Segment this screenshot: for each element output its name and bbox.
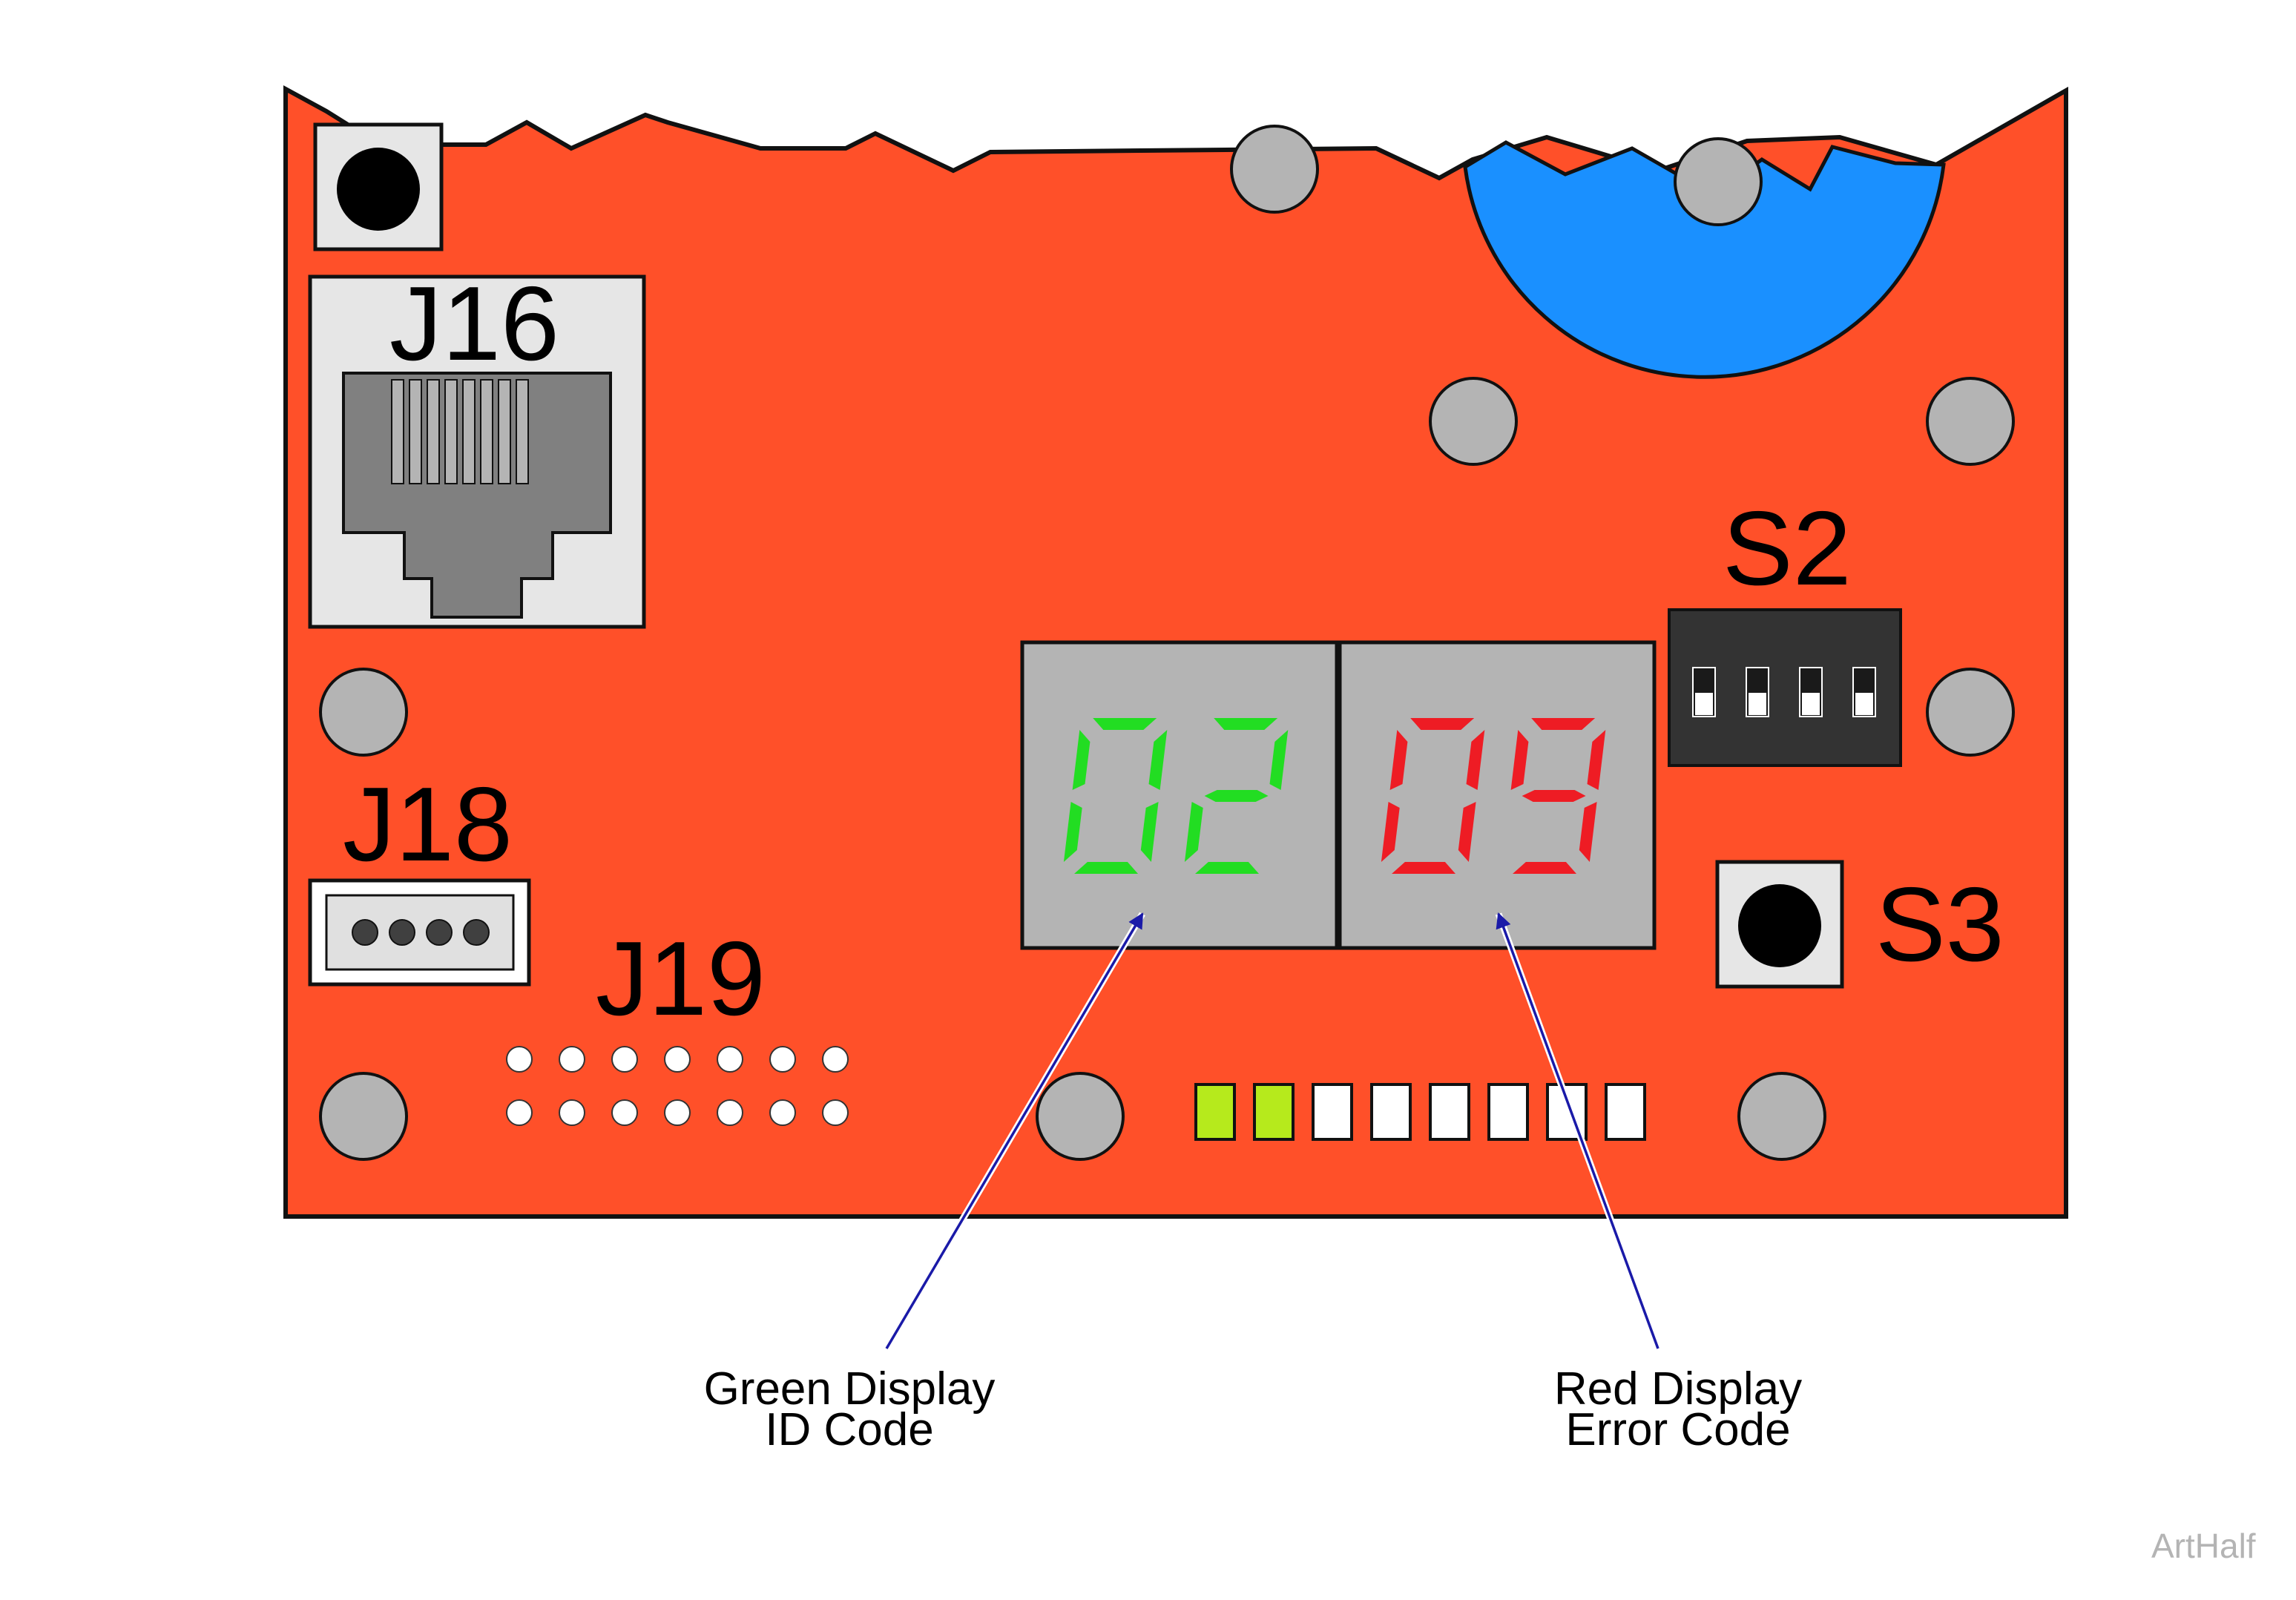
j18-pin (463, 919, 490, 946)
j19-pin (769, 1099, 796, 1126)
red-display (1338, 640, 1657, 950)
label-j18: J18 (343, 766, 513, 883)
watermark: ArtHalf (2151, 1527, 2256, 1565)
segment-e (1063, 802, 1082, 862)
jack-pin (516, 379, 529, 484)
segment-d (1074, 862, 1138, 874)
j19-pin (717, 1046, 743, 1073)
j18-pin (389, 919, 415, 946)
callout-green-line2: ID Code (765, 1404, 933, 1455)
label-s2: S2 (1723, 490, 1852, 608)
green-display (1020, 640, 1339, 950)
label-j19: J19 (596, 920, 766, 1038)
dip-toggle (1749, 693, 1766, 715)
led-segment (1487, 1083, 1529, 1141)
led-segment (1253, 1083, 1295, 1141)
top-left-button (313, 122, 444, 251)
jack-pin (409, 379, 422, 484)
dip-toggle (1802, 693, 1820, 715)
label-s3: S3 (1875, 866, 2004, 984)
led-segment (1312, 1083, 1353, 1141)
j19-pin (506, 1046, 533, 1073)
mounting-hole (1737, 1072, 1826, 1161)
segment-b (1587, 730, 1606, 790)
mounting-holes (319, 125, 2015, 1161)
j19-pin (717, 1099, 743, 1126)
mounting-hole (1926, 668, 2015, 757)
j19-pin (559, 1099, 585, 1126)
green-display-digits (1063, 718, 1289, 874)
segment-e (1381, 802, 1400, 862)
segment-f (1072, 730, 1091, 790)
segment-f (1389, 730, 1408, 790)
segment-a (1410, 718, 1475, 730)
label-j16: J16 (389, 265, 559, 383)
jack-pin (462, 379, 476, 484)
segment-c (1140, 802, 1159, 862)
jack-pin (498, 379, 511, 484)
segment-f (1510, 730, 1529, 790)
segment-d (1513, 862, 1576, 874)
segment-b (1269, 730, 1289, 790)
led-segment (1429, 1083, 1470, 1141)
mounting-hole (1429, 377, 1518, 466)
callout-green-line1: Green Display (704, 1363, 996, 1415)
j19-pin (664, 1099, 691, 1126)
led-segment (1194, 1083, 1236, 1141)
led-bar (1194, 1083, 1646, 1141)
j19-pin (822, 1046, 849, 1073)
dip-toggle (1695, 693, 1713, 715)
led-segment (1370, 1083, 1412, 1141)
j19-pin (822, 1099, 849, 1126)
segment-e (1184, 802, 1203, 862)
jack-pin (444, 379, 458, 484)
j19-pin (664, 1046, 691, 1073)
jack-pin (391, 379, 404, 484)
j19-header-pins (506, 1046, 849, 1126)
callout-red-line1: Red Display (1554, 1363, 1802, 1415)
segment-c (1458, 802, 1476, 862)
j18-connector (308, 878, 531, 987)
callout-arrow-green (884, 912, 1145, 1351)
s3-button (1715, 860, 1844, 989)
mounting-hole (1230, 125, 1319, 214)
segment-g (1522, 790, 1586, 802)
j19-pin (611, 1099, 638, 1126)
dip-toggles (1692, 667, 1876, 717)
callout-red-line2: Error Code (1565, 1404, 1790, 1455)
j19-pin (559, 1046, 585, 1073)
jack-pin (427, 379, 440, 484)
s2-dip-switch (1668, 608, 1902, 767)
j18-pin (426, 919, 453, 946)
segment-b (1466, 730, 1485, 790)
j19-pin (611, 1046, 638, 1073)
callout-arrow-red (1495, 912, 1662, 1350)
j16-pins (391, 379, 529, 484)
j19-pin (506, 1099, 533, 1126)
mounting-hole (1674, 137, 1763, 226)
segment-a (1214, 718, 1278, 730)
led-segment (1605, 1083, 1646, 1141)
segment-g (1204, 790, 1269, 802)
segment-c (1579, 802, 1597, 862)
mounting-hole (1926, 377, 2015, 466)
mounting-hole (319, 1072, 408, 1161)
j19-pin (769, 1046, 796, 1073)
segment-d (1392, 862, 1455, 874)
j18-pins (352, 919, 490, 946)
segment-d (1195, 862, 1259, 874)
red-display-digits (1381, 718, 1606, 874)
j18-pin (352, 919, 378, 946)
rotary-knob (1463, 140, 1946, 379)
segment-a (1093, 718, 1157, 730)
mounting-hole (1036, 1072, 1125, 1161)
segment-b (1148, 730, 1168, 790)
jack-pin (480, 379, 493, 484)
j16-connector (308, 274, 646, 629)
segment-a (1531, 718, 1596, 730)
mounting-hole (319, 668, 408, 757)
dip-toggle (1855, 693, 1873, 715)
